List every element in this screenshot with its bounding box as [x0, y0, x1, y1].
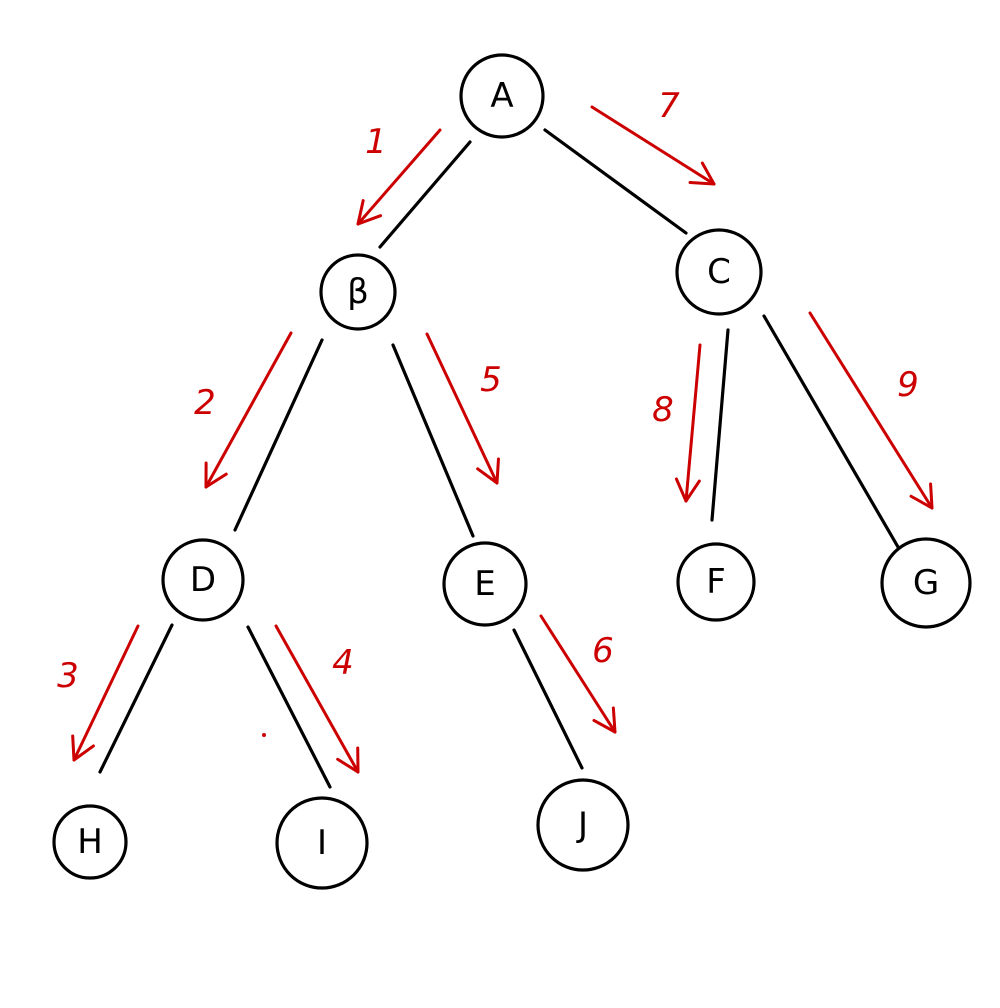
- node-circle: [536, 778, 630, 872]
- traversal-step-label: 8: [652, 390, 674, 430]
- node-label: I: [317, 823, 327, 863]
- node-h: H: [52, 804, 128, 880]
- node-circle: [52, 804, 128, 880]
- traversal-arrow-shaft: [72, 624, 140, 762]
- node-circle: [319, 253, 397, 331]
- node-g: G: [880, 537, 972, 629]
- traversal-step-6: 6: [539, 614, 617, 734]
- edge-a-c: [543, 128, 688, 235]
- traversal-step-3: 3: [57, 624, 140, 762]
- edge-d-h: [98, 623, 174, 774]
- edge-e-j: [512, 628, 584, 770]
- traversal-arrow-shaft: [274, 624, 360, 774]
- edge-b-d: [233, 338, 324, 532]
- node-circle: [675, 228, 763, 316]
- node-b: β: [319, 253, 397, 331]
- node-f: F: [676, 542, 756, 622]
- node-i: I: [275, 796, 369, 890]
- node-circle: [880, 537, 972, 629]
- node-circle: [161, 538, 245, 622]
- traversal-step-2: 2: [194, 331, 293, 489]
- node-label: G: [913, 563, 939, 603]
- node-label: J: [576, 805, 588, 845]
- node-label: C: [707, 252, 731, 292]
- traversal-step-1: 1: [356, 122, 442, 226]
- edge-d-i: [246, 625, 332, 789]
- node-d: D: [161, 538, 245, 622]
- traversal-step-label: 6: [592, 631, 614, 671]
- edge-c-g: [762, 314, 900, 549]
- edge-b-e: [391, 343, 475, 538]
- node-j: J: [536, 778, 630, 872]
- traversal-arrowhead: [71, 734, 95, 762]
- tree-nodes: Aβ C D E F G H I J: [52, 53, 972, 890]
- traversal-arrow-shaft: [684, 343, 702, 503]
- traversal-arrows: 1 2 3 4 5 6 7 8 9: [57, 86, 934, 774]
- traversal-step-label: 5: [480, 360, 502, 400]
- traversal-arrowhead: [909, 482, 934, 510]
- traversal-step-7: 7: [590, 86, 716, 186]
- edge-c-f: [710, 328, 730, 522]
- traversal-arrowhead: [674, 477, 701, 503]
- node-label: β: [347, 272, 369, 312]
- node-circle: [275, 796, 369, 890]
- node-label: F: [706, 562, 726, 602]
- traversal-step-label: 7: [658, 86, 680, 126]
- traversal-arrowhead: [204, 461, 228, 489]
- node-c: C: [675, 228, 763, 316]
- traversal-step-label: 9: [897, 365, 919, 405]
- traversal-arrow-shaft: [204, 331, 293, 489]
- node-circle: [442, 541, 528, 627]
- traversal-arrowhead: [336, 746, 360, 774]
- traversal-arrow-shaft: [590, 105, 716, 186]
- node-circle: [459, 53, 545, 139]
- tree-edges: [98, 128, 900, 789]
- node-e: E: [442, 541, 528, 627]
- node-label: D: [190, 560, 216, 600]
- traversal-step-label: 3: [57, 656, 79, 696]
- node-label: H: [77, 822, 103, 862]
- traversal-arrowhead: [688, 161, 716, 186]
- traversal-arrowhead: [356, 199, 383, 226]
- traversal-step-5: 5: [425, 332, 502, 485]
- node-circle: [676, 542, 756, 622]
- node-label: A: [490, 76, 513, 116]
- edge-a-b: [378, 140, 472, 249]
- traversal-step-label: 1: [365, 122, 387, 162]
- traversal-arrow-shaft: [539, 614, 617, 734]
- stray-ink-dot: [262, 733, 266, 737]
- traversal-arrow-shaft: [356, 128, 442, 226]
- node-a: A: [459, 53, 545, 139]
- traversal-arrow-shaft: [808, 311, 934, 510]
- traversal-step-label: 4: [332, 643, 354, 683]
- traversal-step-8: 8: [652, 343, 702, 503]
- traversal-arrow-shaft: [425, 332, 499, 485]
- node-label: E: [474, 564, 495, 604]
- traversal-step-label: 2: [194, 383, 216, 423]
- traversal-step-4: 4: [274, 624, 360, 774]
- traversal-arrowhead: [476, 457, 500, 485]
- traversal-arrowhead: [592, 706, 617, 734]
- traversal-step-9: 9: [808, 311, 934, 510]
